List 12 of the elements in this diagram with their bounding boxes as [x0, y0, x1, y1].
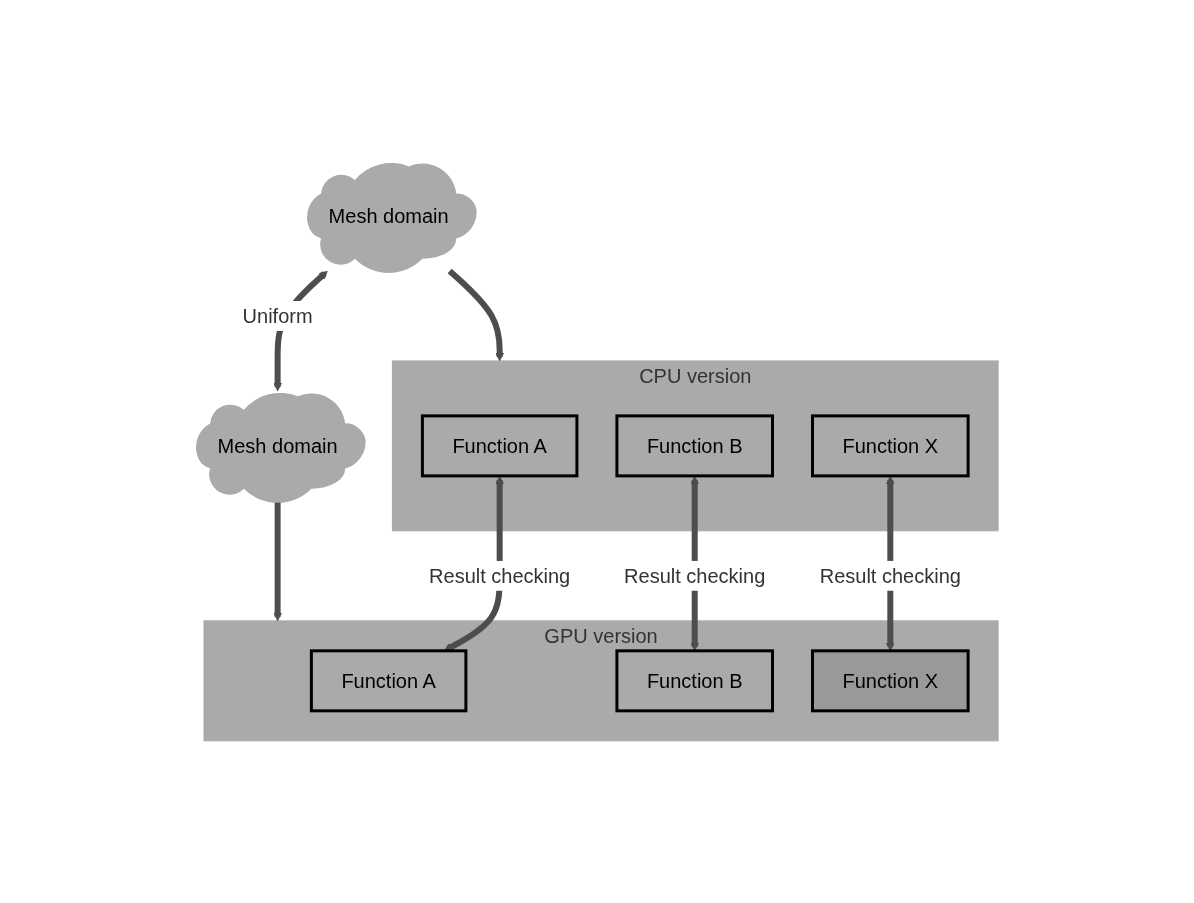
node-box: Function A — [420, 413, 579, 477]
node-box: Function B — [615, 413, 774, 477]
arrow — [447, 268, 504, 361]
node-box: Function X — [810, 413, 970, 477]
edge-label: Uniform — [242, 304, 313, 327]
node-box: Function B — [615, 648, 774, 712]
edge-label: Result checking — [819, 564, 961, 587]
node-box: Function X — [810, 648, 970, 712]
arrow — [273, 500, 282, 621]
edge-label: Result checking — [429, 564, 571, 587]
edge-label: Result checking — [624, 564, 766, 587]
node-box: Function A — [309, 648, 468, 712]
